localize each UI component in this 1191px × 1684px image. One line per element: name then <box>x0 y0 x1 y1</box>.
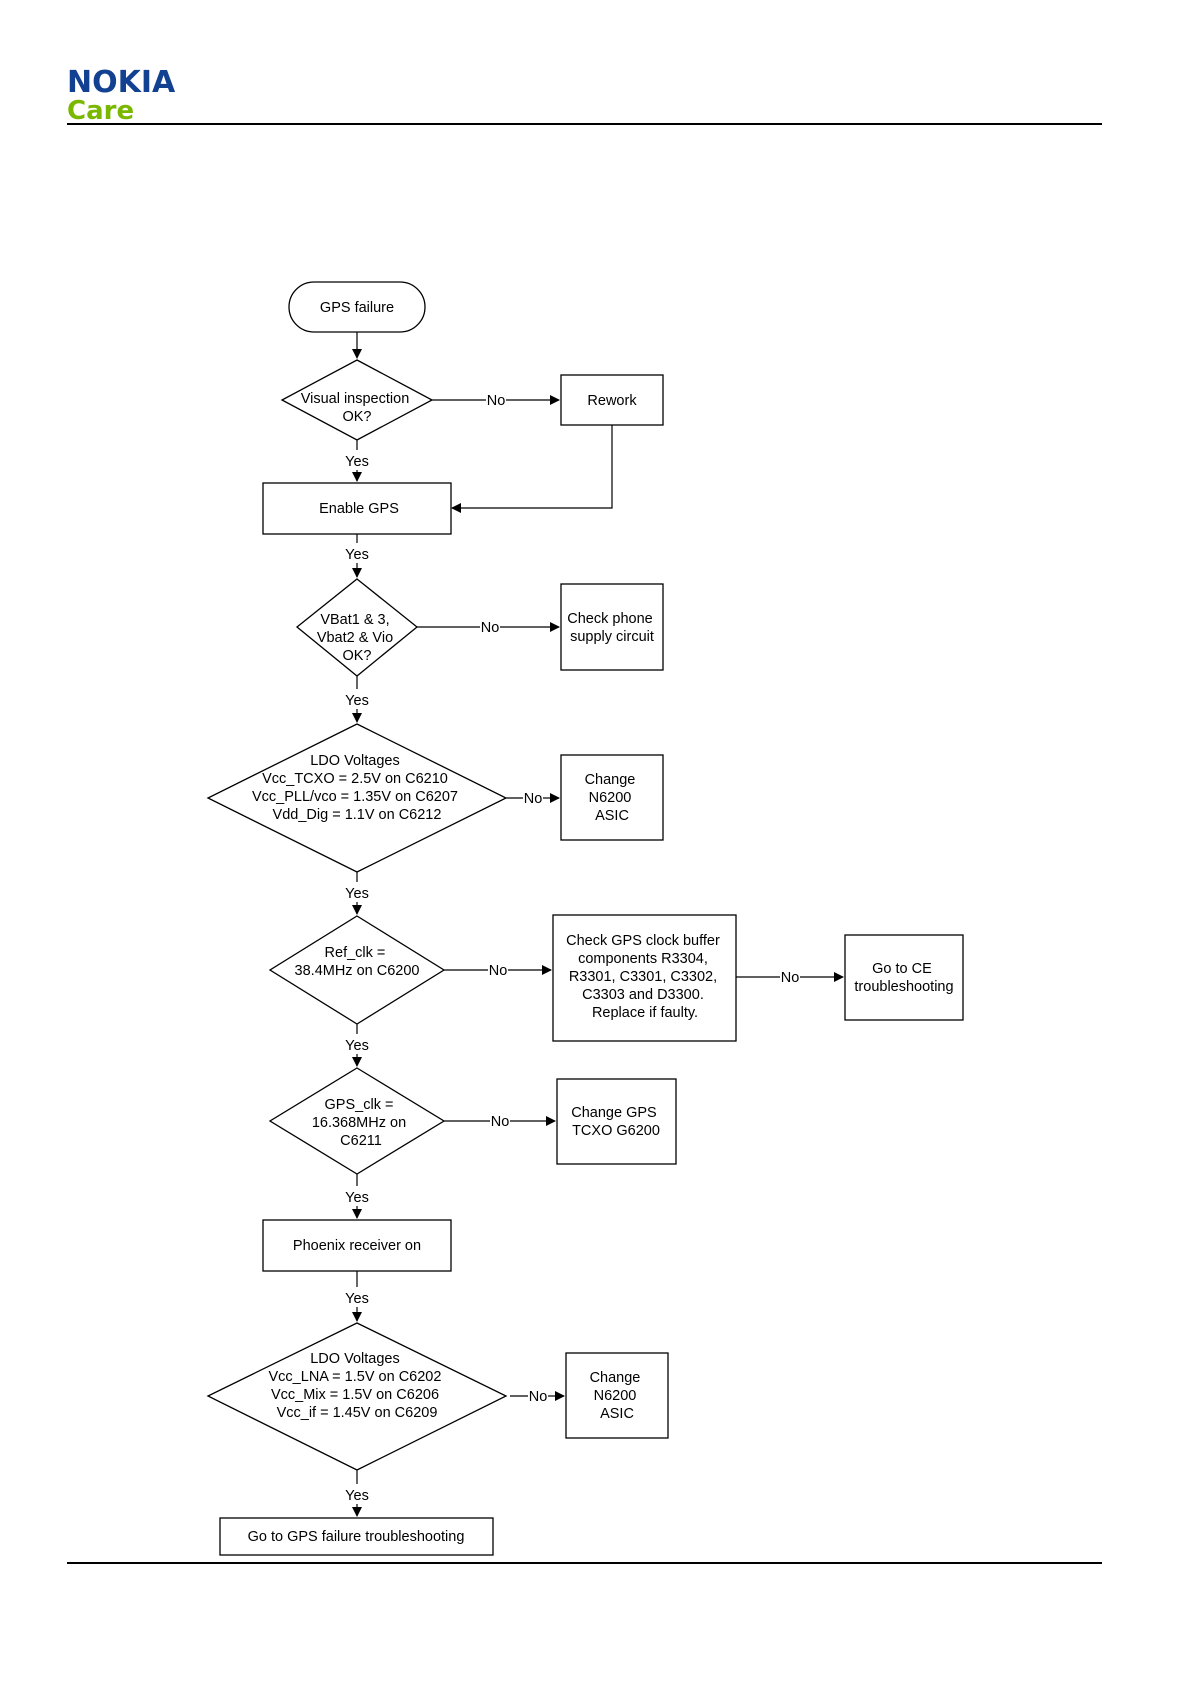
nokia-care-logo: NOKIA Care <box>67 65 176 126</box>
clock-buffer-line-5: Replace if faulty. <box>592 1005 698 1021</box>
svg-text:Change N6200 ASIC: Change N6200 ASIC <box>585 772 640 824</box>
ldo2-line-1: LDO Voltages <box>310 1351 399 1367</box>
ref-clk-decision: Ref_clk = 38.4MHz on C6200 <box>268 915 446 1025</box>
change-tcxo-line-2: TCXO G6200 <box>572 1123 660 1139</box>
ldo-voltages-decision-1: LDO Voltages Vcc_TCXO = 2.5V on C6210 Vc… <box>206 723 508 873</box>
goto-ce-line-1: Go to CE <box>872 961 932 977</box>
enable-gps-box: Enable GPS <box>262 482 452 535</box>
vbat-q-line-1: VBat1 & 3, <box>320 612 389 628</box>
goto-ce-line-2: troubleshooting <box>854 979 953 995</box>
change-tcxo-box: Change GPS TCXO G6200 <box>556 1078 677 1165</box>
gpsclk-line-2: 16.368MHz on <box>312 1115 406 1131</box>
check-supply-box: Check phone supply circuit <box>560 583 664 671</box>
svg-text:Change N6200 ASIC: Change N6200 ASIC <box>590 1370 645 1422</box>
refclk-line-1: Ref_clk = <box>325 945 386 961</box>
vbat-q-line-3: OK? <box>342 648 371 664</box>
check-clock-buffer-box: Check GPS clock buffer components R3304,… <box>552 914 737 1042</box>
yes-label: Yes <box>345 1488 369 1504</box>
vbat-q-line-2: Vbat2 & Vio <box>317 630 393 646</box>
visual-q-line-2: OK? <box>342 409 371 425</box>
yes-label: Yes <box>345 1038 369 1054</box>
change-n6200-2-line-3: ASIC <box>600 1406 634 1422</box>
yes-label: Yes <box>345 1190 369 1206</box>
change-n6200-1-line-1: Change <box>585 772 636 788</box>
svg-text:LDO Voltages Vcc_TCXO =: LDO Voltages Vcc_TCXO = 2.5V on C6210 Vc… <box>252 753 462 823</box>
ldo2-line-2: Vcc_LNA = 1.5V on C6202 <box>269 1369 442 1385</box>
change-n6200-2-line-1: Change <box>590 1370 641 1386</box>
change-n6200-1-line-3: ASIC <box>595 808 629 824</box>
header-rule <box>67 123 1102 125</box>
visual-q-line-1: Visual inspection <box>301 391 410 407</box>
no-label: No <box>481 620 500 636</box>
clock-buffer-line-1: Check GPS clock buffer <box>566 933 720 949</box>
yes-label: Yes <box>345 547 369 563</box>
yes-label: Yes <box>345 886 369 902</box>
svg-text:Change GPS TCXO G6200: Change GPS TCXO G6200 <box>571 1105 660 1139</box>
change-n6200-2-line-2: N6200 <box>594 1388 637 1404</box>
change-n6200-box-2: Change N6200 ASIC <box>565 1352 669 1439</box>
no-label: No <box>487 393 506 409</box>
svg-text:Go to CE troubleshooting: Go to CE troubleshooting <box>854 961 953 995</box>
svg-text:VBat1 & 3, Vbat2 & Vio: VBat1 & 3, Vbat2 & Vio OK? <box>317 612 397 664</box>
start-terminator: GPS failure <box>288 281 426 333</box>
change-tcxo-line-1: Change GPS <box>571 1105 656 1121</box>
gps-clk-decision: GPS_clk = 16.368MHz on C6211 <box>268 1067 446 1175</box>
ldo1-line-2: Vcc_TCXO = 2.5V on C6210 <box>262 771 448 787</box>
ldo2-line-4: Vcc_if = 1.45V on C6209 <box>277 1405 438 1421</box>
rework-label: Rework <box>587 393 637 409</box>
no-label: No <box>781 970 800 986</box>
yes-label: Yes <box>345 454 369 470</box>
ldo1-line-4: Vdd_Dig = 1.1V on C6212 <box>273 807 442 823</box>
yes-label: Yes <box>345 1291 369 1307</box>
check-supply-line-2: supply circuit <box>570 629 654 645</box>
enable-gps-label: Enable GPS <box>319 501 399 517</box>
gpsclk-line-1: GPS_clk = <box>325 1097 394 1113</box>
no-label: No <box>529 1389 548 1405</box>
logo-brand: NOKIA <box>67 65 176 100</box>
no-label: No <box>491 1114 510 1130</box>
clock-buffer-line-2: components R3304, <box>578 951 708 967</box>
footer-rule <box>67 1562 1102 1564</box>
svg-text:Ref_clk = 38.4MHz on C62: Ref_clk = 38.4MHz on C6200 <box>295 945 420 979</box>
svg-text:Check GPS clock buffer c: Check GPS clock buffer components R3304,… <box>566 933 724 1021</box>
connector <box>451 425 613 513</box>
svg-text:Check phone supply circu: Check phone supply circuit <box>567 611 656 645</box>
logo-subbrand: Care <box>67 96 135 126</box>
goto-gps-troubleshooting-box: Go to GPS failure troubleshooting <box>219 1517 494 1556</box>
no-label: No <box>524 791 543 807</box>
vbat-decision: VBat1 & 3, Vbat2 & Vio OK? <box>295 578 419 677</box>
rework-box: Rework <box>560 374 664 426</box>
no-label: No <box>489 963 508 979</box>
svg-text:GPS_clk = 16.368MHz on: GPS_clk = 16.368MHz on C6211 <box>312 1097 410 1149</box>
goto-ce-box: Go to CE troubleshooting <box>844 934 964 1021</box>
svg-text:Visual inspection OK?: Visual inspection OK? <box>301 391 414 425</box>
goto-gps-label: Go to GPS failure troubleshooting <box>248 1529 465 1545</box>
phoenix-receiver-box: Phoenix receiver on <box>262 1219 452 1272</box>
gpsclk-line-3: C6211 <box>340 1133 382 1149</box>
visual-inspection-decision: Visual inspection OK? <box>280 359 434 441</box>
refclk-line-2: 38.4MHz on C6200 <box>295 963 420 979</box>
clock-buffer-line-3: R3301, C3301, C3302, <box>569 969 717 985</box>
yes-label: Yes <box>345 693 369 709</box>
change-n6200-1-line-2: N6200 <box>589 790 632 806</box>
ldo2-line-3: Vcc_Mix = 1.5V on C6206 <box>271 1387 439 1403</box>
ldo1-line-3: Vcc_PLL/vco = 1.35V on C6207 <box>252 789 458 805</box>
check-supply-line-1: Check phone <box>567 611 652 627</box>
start-label: GPS failure <box>320 300 394 316</box>
ldo-voltages-decision-2: LDO Voltages Vcc_LNA = 1.5V on C6202 Vcc… <box>206 1322 508 1471</box>
ldo1-line-1: LDO Voltages <box>310 753 399 769</box>
phoenix-label: Phoenix receiver on <box>293 1238 421 1254</box>
svg-text:LDO Voltages Vcc_LNA = 1: LDO Voltages Vcc_LNA = 1.5V on C6202 Vcc… <box>269 1351 446 1421</box>
clock-buffer-line-4: C3303 and D3300. <box>582 987 704 1003</box>
change-n6200-box-1: Change N6200 ASIC <box>560 754 664 841</box>
